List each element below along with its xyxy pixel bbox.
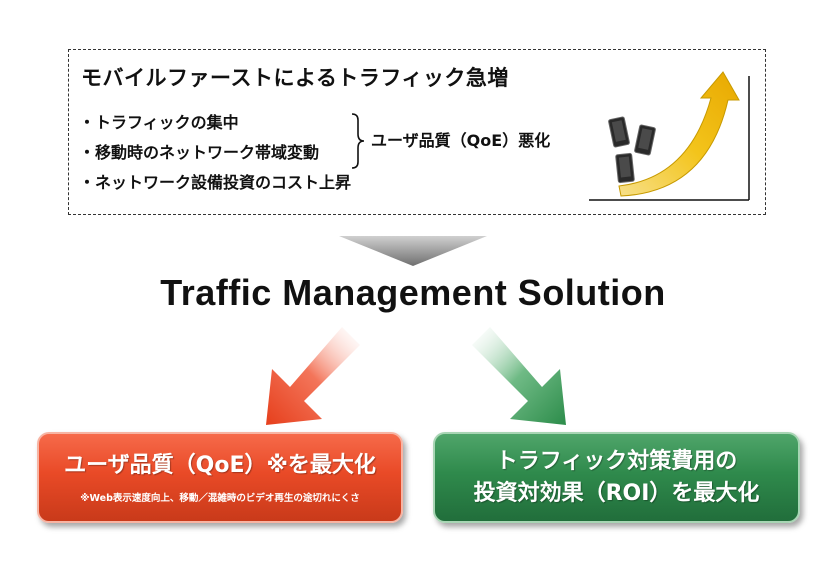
roi-title-line1: トラフィック対策費用の (495, 449, 738, 474)
qoe-maximize-title: ユーザ品質（QoE）※を最大化 (64, 453, 376, 478)
problem-bullet: ・移動時のネットワーク帯域変動 (79, 143, 320, 162)
smartphone-icon (615, 152, 635, 184)
qoe-maximize-box: ユーザ品質（QoE）※を最大化 ※Web表示速度向上、移動／混雑時のビデオ再生の… (37, 432, 403, 523)
qoe-footnote: ※Web表示速度向上、移動／混雑時のビデオ再生の途切れにくさ (80, 493, 360, 504)
problem-panel: モバイルファーストによるトラフィック急増 ・トラフィックの集中 ・移動時のネット… (68, 49, 766, 215)
down-arrow-icon (339, 236, 487, 266)
roi-title-line2: 投資対効果（ROI）を最大化 (473, 481, 760, 506)
qoe-degradation-label: ユーザ品質（QoE）悪化 (371, 131, 551, 150)
problem-bullet-list: ・トラフィックの集中 ・移動時のネットワーク帯域変動 ・ネットワーク設備投資のコ… (79, 108, 351, 198)
smartphone-icon (634, 124, 656, 156)
problem-bullet: ・ネットワーク設備投資のコスト上昇 (79, 173, 352, 192)
traffic-growth-chart-icon (589, 71, 750, 201)
down-right-arrow-icon (472, 327, 566, 425)
smartphone-icon (608, 116, 630, 148)
down-left-arrow-icon (266, 327, 360, 425)
curly-bracket-icon (351, 113, 365, 169)
problem-title: モバイルファーストによるトラフィック急増 (81, 66, 509, 90)
problem-bullet: ・トラフィックの集中 (79, 113, 239, 132)
roi-maximize-box: トラフィック対策費用の 投資対効果（ROI）を最大化 (433, 432, 800, 523)
solution-title: Traffic Management Solution (160, 272, 666, 313)
